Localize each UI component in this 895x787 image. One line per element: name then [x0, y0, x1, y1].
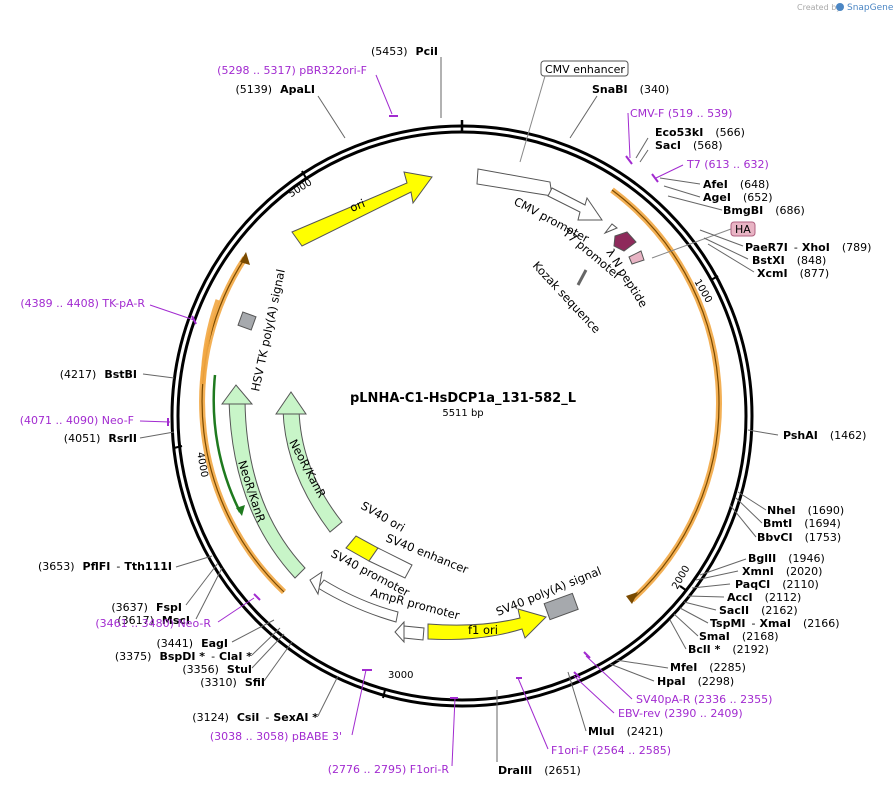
- svg-text:3000: 3000: [388, 670, 413, 681]
- svg-text:SV40 ori: SV40 ori: [359, 498, 408, 534]
- enzyme-snabi[interactable]: SnaBI(340): [592, 83, 669, 96]
- svg-text:HSV TK poly(A) signal: HSV TK poly(A) signal: [248, 268, 288, 393]
- f1-ori-feature[interactable]: f1 ori: [427, 608, 547, 641]
- enzyme-bspdi[interactable]: (3375)BspDI *-ClaI *: [115, 650, 252, 663]
- enzyme-bcli[interactable]: BclI *(2192): [688, 643, 769, 656]
- enzyme-eagi[interactable]: (3441)EagI: [157, 637, 228, 650]
- enzyme-msci[interactable]: (3617)MscI: [117, 614, 190, 627]
- svg-text:f1 ori: f1 ori: [468, 623, 498, 637]
- cmv-promoter-feature[interactable]: CMV promoter: [476, 168, 603, 246]
- svg-text:CMV enhancer: CMV enhancer: [545, 63, 625, 76]
- primer-tkpar[interactable]: (4389 .. 4408) TK-pA-R: [20, 297, 145, 310]
- tick-3000: 3000: [382, 670, 413, 699]
- svg-text:ori: ori: [348, 196, 367, 215]
- enzyme-bstbi[interactable]: (4217)BstBI: [60, 368, 137, 381]
- enzyme-tspmi[interactable]: TspMI-XmaI(2166): [710, 617, 840, 630]
- enzyme-pshai[interactable]: PshAI(1462): [783, 429, 866, 442]
- enzyme-stui[interactable]: (3356)StuI: [182, 663, 252, 676]
- enzyme-bmgbi[interactable]: BmgBI(686): [723, 204, 805, 217]
- plasmid-backbone: [170, 120, 754, 708]
- enzyme-bglii[interactable]: BglII(1946): [748, 552, 825, 565]
- sv40-polya-feature[interactable]: SV40 poly(A) signal: [494, 564, 603, 621]
- enzyme-bstxi[interactable]: BstXI(848): [752, 254, 826, 267]
- enzyme-rsrii[interactable]: (4051)RsrII: [64, 432, 137, 445]
- snapgene-logo-icon: [836, 3, 844, 11]
- sv40-enhancer-feature[interactable]: SV40 enhancer: [368, 531, 471, 579]
- enzyme-saci[interactable]: SacI(568): [655, 139, 723, 152]
- primer-lines: [139, 74, 684, 767]
- orf-arc-left[interactable]: [199, 252, 287, 595]
- enzyme-csii[interactable]: (3124)CsiI-SexAI *: [192, 711, 318, 724]
- primer-f1orif[interactable]: F1ori-F (2564 .. 2585): [551, 744, 671, 757]
- enzyme-eco53ki[interactable]: Eco53kI(566): [655, 126, 745, 139]
- primer-labels: (5298 .. 5317) pBR322ori-F CMV-F (519 .. …: [20, 64, 773, 776]
- primer-pbr322orif[interactable]: (5298 .. 5317) pBR322ori-F: [217, 64, 367, 77]
- primer-neof[interactable]: (4071 .. 4090) Neo-F: [20, 414, 134, 427]
- primer-t7[interactable]: T7 (613 .. 632): [686, 158, 769, 171]
- enzyme-labels: (5453)PciI (5139)ApaLI SnaBI(340) Eco53kI(5…: [38, 45, 871, 777]
- enzyme-sfii[interactable]: (3310)SfiI: [200, 676, 265, 689]
- primer-neor[interactable]: (3461 .. 3480) Neo-R: [95, 617, 211, 630]
- enzyme-bmti[interactable]: BmtI(1694): [763, 517, 841, 530]
- enzyme-xcmi[interactable]: XcmI(877): [757, 267, 829, 280]
- enzyme-hpai[interactable]: HpaI(2298): [657, 675, 734, 688]
- svg-text:NeoR/KanR: NeoR/KanR: [235, 459, 268, 524]
- enzyme-apali[interactable]: (5139)ApaLI: [236, 83, 316, 96]
- enzyme-smai[interactable]: SmaI(2168): [699, 630, 778, 643]
- enzyme-mfei[interactable]: MfeI(2285): [670, 661, 746, 674]
- cmv-enhancer-callout[interactable]: CMV enhancer: [519, 60, 629, 163]
- enzyme-sacii[interactable]: SacII(2162): [719, 604, 798, 617]
- leader-lines: [139, 57, 779, 762]
- enzyme-mlui[interactable]: MluI(2421): [588, 725, 663, 738]
- enzyme-pcii[interactable]: (5453)PciI: [371, 45, 438, 58]
- enzyme-fspi[interactable]: (3637)FspI: [111, 601, 182, 614]
- primer-f1orir[interactable]: (2776 .. 2795) F1ori-R: [328, 763, 450, 776]
- orf-arc-right[interactable]: [610, 187, 722, 604]
- enzyme-xmni[interactable]: XmnI(2020): [742, 565, 822, 578]
- kozak-feature: Kozak sequence: [530, 258, 604, 335]
- plasmid-title: pLNHA-C1-HsDCP1a_131-582_L: [350, 391, 576, 406]
- primer-ebvrev[interactable]: EBV-rev (2390 .. 2409): [618, 707, 743, 720]
- neor-kanr-inner-feature[interactable]: NeoR/KanR: [275, 391, 343, 533]
- ha-callout[interactable]: HA: [651, 221, 756, 259]
- enzyme-paer7i[interactable]: PaeR7I-XhoI(789): [745, 241, 871, 254]
- ori-arc: [200, 299, 221, 385]
- credit-text: Created by: [797, 3, 841, 12]
- ha-tag-feature[interactable]: [628, 250, 645, 265]
- svg-text:HA: HA: [735, 223, 751, 236]
- svg-text:Kozak sequence: Kozak sequence: [530, 258, 604, 335]
- enzyme-pflfi[interactable]: (3653)PflFI-Tth111I: [38, 560, 172, 573]
- enzyme-acci[interactable]: AccI(2112): [727, 591, 801, 604]
- primer-sv40par[interactable]: SV40pA-R (2336 .. 2355): [636, 693, 772, 706]
- primer-pbabe3[interactable]: (3038 .. 3058) pBABE 3': [210, 730, 342, 743]
- enzyme-agei[interactable]: AgeI(652): [703, 191, 773, 204]
- plasmid-length: 5511 bp: [442, 408, 483, 419]
- primer-cmvf[interactable]: CMV-F (519 .. 539): [630, 107, 732, 120]
- enzyme-bbvci[interactable]: BbvCI(1753): [757, 531, 841, 544]
- enzyme-nhei[interactable]: NheI(1690): [767, 504, 844, 517]
- enzyme-paqci[interactable]: PaqCI(2110): [735, 578, 819, 591]
- ori-feature[interactable]: ori: [291, 171, 433, 247]
- hsv-tk-polya-feature[interactable]: HSV TK poly(A) signal: [237, 268, 288, 393]
- enzyme-draiii[interactable]: DraIII(2651): [498, 764, 581, 777]
- brand-text[interactable]: SnapGene: [847, 3, 894, 13]
- neo-inner-arc: [212, 374, 245, 516]
- enzyme-afei[interactable]: AfeI(648): [703, 178, 769, 191]
